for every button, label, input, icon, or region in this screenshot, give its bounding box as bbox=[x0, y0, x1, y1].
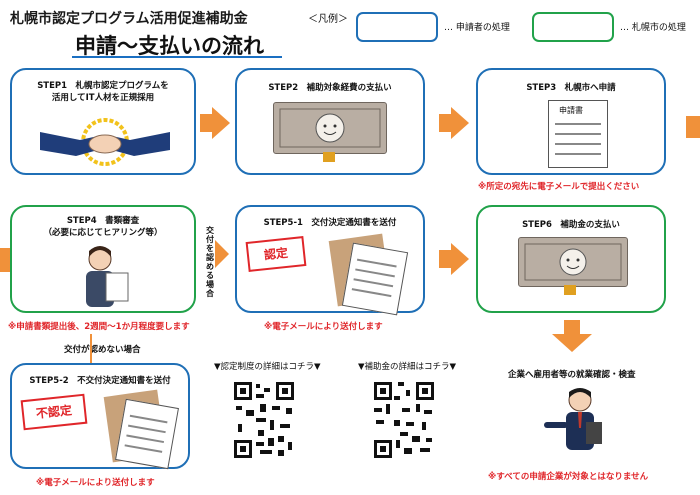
step5-2-note: ※電子メールにより送付します bbox=[36, 478, 155, 488]
banknote-legs bbox=[323, 152, 335, 162]
notice-document-icon bbox=[115, 398, 179, 470]
step5-1-label: STEP5-1 交付決定通知書を送付 bbox=[263, 218, 397, 228]
flow-arrow-3 bbox=[451, 243, 469, 275]
qr-code-subsidy[interactable] bbox=[372, 380, 436, 460]
notice-document-icon bbox=[341, 242, 409, 316]
subsidy-banknote-legs bbox=[564, 285, 576, 295]
step5-2-label: STEP5-2 不交付決定通知書を送付 bbox=[29, 376, 171, 386]
program-subtitle: 札幌市認定プログラム活用促進補助金 bbox=[10, 11, 248, 27]
reviewer-icon bbox=[86, 246, 129, 307]
step3-box: STEP3 札幌市へ申請 申請書 bbox=[476, 68, 666, 175]
not-approved-stamp: 不認定 bbox=[20, 393, 88, 431]
application-form-title: 申請書 bbox=[559, 106, 583, 115]
inspection-note: ※すべての申請企業が対象とはなりません bbox=[488, 472, 649, 482]
step2-box: STEP2 補助対象経費の支払い bbox=[235, 68, 425, 175]
flow-arrow-2-stem bbox=[439, 114, 451, 132]
step2-label: STEP2 補助対象経費の支払い bbox=[268, 83, 392, 93]
qr-code-certification[interactable] bbox=[232, 380, 296, 460]
page-title: 申請～支払いの流れ bbox=[75, 34, 264, 58]
not-approved-connector bbox=[90, 334, 92, 364]
step6-label: STEP6 補助金の支払い bbox=[522, 220, 620, 230]
step4-label-line1: STEP4 書類審査 bbox=[66, 216, 140, 226]
application-form-icon: 申請書 bbox=[548, 100, 608, 168]
flow-arrow-3-stem bbox=[439, 250, 451, 268]
step5-2-box: STEP5-2 不交付決定通知書を送付 不認定 bbox=[10, 363, 190, 470]
flow-arrow-down bbox=[552, 334, 592, 352]
step6-box: STEP6 補助金の支払い bbox=[476, 205, 666, 313]
step4-note: ※申請書類提出後、2週間～1か月程度要します bbox=[8, 322, 190, 332]
not-approved-branch-label: 交付が認めない場合 bbox=[64, 345, 141, 355]
flow-arrow-down-stem bbox=[564, 320, 580, 334]
legend-city-label: … 札幌市の処理 bbox=[620, 23, 686, 33]
qr-subsidy-label: ▼補助金の詳細はコチラ▼ bbox=[358, 362, 457, 372]
title-underline bbox=[72, 56, 282, 58]
flow-arrow-approved bbox=[215, 240, 229, 268]
step5-1-box: STEP5-1 交付決定通知書を送付 認定 bbox=[235, 205, 425, 316]
legend-applicant-swatch bbox=[356, 12, 438, 42]
step1-label-line2: 活用してIT人材を正規採用 bbox=[51, 93, 155, 103]
step4-box: STEP4 書類審査 （必要に応じてヒアリング等） bbox=[10, 205, 196, 313]
inspection-title: 企業へ雇用者等の就業確認・検査 bbox=[508, 370, 636, 380]
inspector-icon bbox=[544, 388, 602, 450]
step4-label-line2: （必要に応じてヒアリング等） bbox=[43, 228, 163, 238]
approved-stamp: 認定 bbox=[245, 236, 307, 272]
qr-certification-label: ▼認定制度の詳細はコチラ▼ bbox=[214, 362, 321, 372]
legend-title: ＜凡例＞ bbox=[308, 14, 348, 25]
approved-branch-label: 交付を認 める場合 bbox=[206, 226, 214, 298]
step3-label: STEP3 札幌市へ申請 bbox=[526, 83, 616, 93]
legend-city-swatch bbox=[532, 12, 614, 42]
flow-arrow-1-stem bbox=[200, 114, 212, 132]
handshake-icon bbox=[40, 118, 170, 166]
flow-arrow-edge bbox=[686, 116, 700, 138]
legend-applicant-label: … 申請者の処理 bbox=[444, 23, 510, 33]
step3-note: ※所定の宛先に電子メールで提出ください bbox=[478, 182, 640, 192]
subsidy-banknote-icon bbox=[518, 237, 628, 287]
step5-1-note: ※電子メールにより送付します bbox=[264, 322, 383, 332]
step1-box: STEP1 札幌市認定プログラムを 活用してIT人材を正規採用 bbox=[10, 68, 196, 175]
flow-arrow-1 bbox=[212, 107, 230, 139]
flow-arrow-step4-stem bbox=[0, 248, 10, 272]
flow-arrow-2 bbox=[451, 107, 469, 139]
banknote-icon bbox=[273, 102, 387, 154]
step1-label-line1: STEP1 札幌市認定プログラムを bbox=[37, 81, 169, 91]
